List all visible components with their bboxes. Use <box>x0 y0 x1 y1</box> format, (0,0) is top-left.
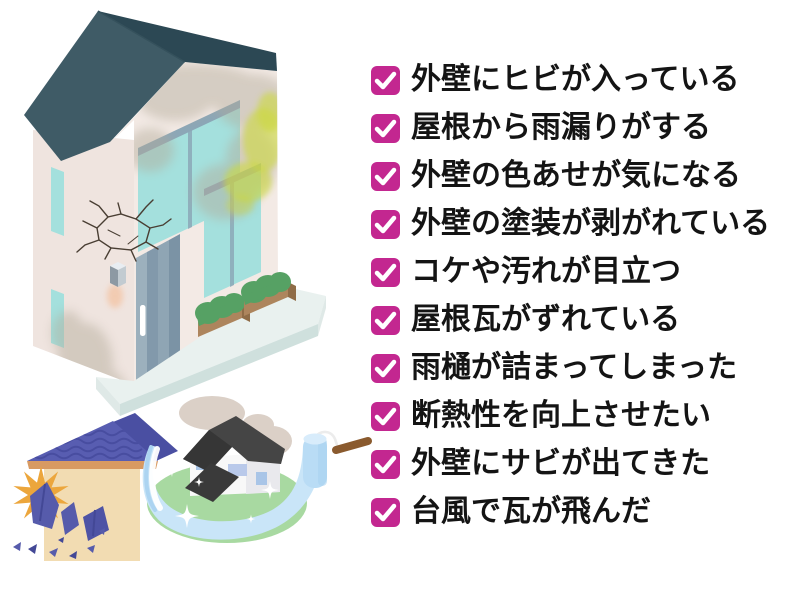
checklist-item: 雨樋が詰まってしまった <box>371 344 770 392</box>
door-handle <box>140 305 146 336</box>
checklist-item: 外壁にヒビが入っている <box>371 56 770 104</box>
checklist-item-label: 台風で瓦が飛んだ <box>411 495 651 528</box>
wall-lamp-icon <box>107 262 126 308</box>
paint-roller-icon <box>303 430 372 488</box>
checklist-item: 屋根瓦がずれている <box>371 296 770 344</box>
damaged-house-illustration <box>13 413 178 561</box>
checklist-item-label: 雨樋が詰まってしまった <box>411 351 738 384</box>
checklist-item: 外壁の塗装が剥がれている <box>371 200 770 248</box>
checklist-item: 外壁にサビが出てきた <box>371 440 770 488</box>
entrance-door <box>136 234 180 385</box>
checklist-item-label: コケや汚れが目立つ <box>411 255 681 288</box>
checkbox-checked-icon <box>371 209 400 239</box>
checklist-item-label: 外壁にサビが出てきた <box>411 447 711 480</box>
porch-roof <box>185 463 239 502</box>
checkbox-checked-icon <box>371 497 400 527</box>
checklist-item: 外壁の色あせが気になる <box>371 152 770 200</box>
checklist-item-label: 屋根瓦がずれている <box>411 303 681 336</box>
renovated-house-illustration <box>142 416 372 543</box>
broken-roof-tiles <box>13 482 109 559</box>
checkbox-checked-icon <box>371 113 400 143</box>
checklist-item: コケや汚れが目立つ <box>371 248 770 296</box>
roof-trim <box>27 461 158 469</box>
checklist-item-label: 断熱性を向上させたい <box>411 399 711 432</box>
checkbox-checked-icon <box>371 257 400 287</box>
planter <box>195 293 250 337</box>
checklist-item: 断熱性を向上させたい <box>371 392 770 440</box>
checklist-item-label: 外壁の色あせが気になる <box>411 159 741 192</box>
damaged-house-rear-roof <box>113 413 178 461</box>
mini-house <box>183 416 285 502</box>
main-house-illustration <box>24 10 326 416</box>
checkbox-checked-icon <box>371 305 400 335</box>
checkbox-checked-icon <box>371 449 400 479</box>
checkbox-checked-icon <box>371 161 400 191</box>
checkbox-checked-icon <box>371 401 400 431</box>
ribbon-highlight <box>149 446 163 511</box>
roof <box>24 10 277 161</box>
checklist-item-label: 外壁の塗装が剥がれている <box>411 207 771 240</box>
planter <box>241 272 296 316</box>
walkway <box>96 285 326 416</box>
checklist-item: 台風で瓦が飛んだ <box>371 488 770 536</box>
checklist-item-label: 屋根から雨漏りがする <box>411 111 711 144</box>
checkbox-checked-icon <box>371 353 400 383</box>
roller-handle <box>332 437 372 454</box>
checkbox-checked-icon <box>371 65 400 95</box>
checklist-item-label: 外壁にヒビが入っている <box>411 63 740 96</box>
checklist-item: 屋根から雨漏りがする <box>371 104 770 152</box>
wall-crack <box>76 199 172 262</box>
trouble-checklist: 外壁にヒビが入っている 屋根から雨漏りがする 外壁の色あせが気になる 外壁の塗装… <box>371 56 770 536</box>
moss-stain <box>224 92 278 215</box>
ribbon-shade <box>144 445 157 512</box>
